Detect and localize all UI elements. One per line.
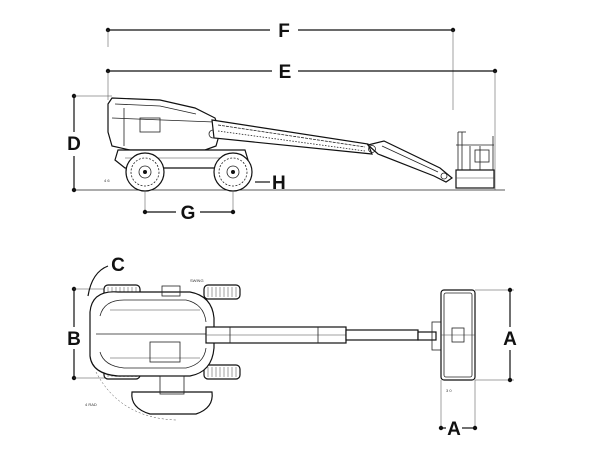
top-boom xyxy=(205,321,443,351)
side-wheel-front xyxy=(213,152,253,192)
dim-A-vertical: A xyxy=(475,287,517,383)
label-G: G xyxy=(181,203,196,224)
top-chassis xyxy=(89,285,215,415)
top-view: B C 4 RAD SWING xyxy=(67,255,517,440)
label-C: C xyxy=(111,255,125,276)
side-view: F E D xyxy=(67,21,505,224)
top-platform xyxy=(440,289,476,381)
dim-G: G xyxy=(142,192,236,224)
side-wheel-rear xyxy=(125,152,165,192)
note-top-radius: 4 RAD xyxy=(85,402,97,407)
dim-F: F xyxy=(105,21,456,110)
side-chassis xyxy=(107,97,253,192)
label-B: B xyxy=(67,329,81,350)
note-side-ground: 4 6 xyxy=(104,178,110,183)
dim-A-horizontal: A 3 0 xyxy=(438,380,478,440)
dim-E: E xyxy=(105,62,498,190)
label-H: H xyxy=(272,173,286,194)
dim-C: C xyxy=(87,255,125,297)
side-platform xyxy=(455,131,495,189)
label-F: F xyxy=(278,21,290,42)
label-A-horizontal: A xyxy=(447,419,461,440)
note-top-swing: SWING xyxy=(190,278,204,283)
note-platform-width: 3 0 xyxy=(446,388,452,393)
side-boom xyxy=(211,119,454,183)
label-A-vertical: A xyxy=(503,329,517,350)
dim-H: H xyxy=(255,173,286,194)
dim-D: D xyxy=(67,93,112,193)
label-E: E xyxy=(279,62,292,83)
swing-radius-arc xyxy=(95,371,177,421)
label-D: D xyxy=(67,134,81,155)
